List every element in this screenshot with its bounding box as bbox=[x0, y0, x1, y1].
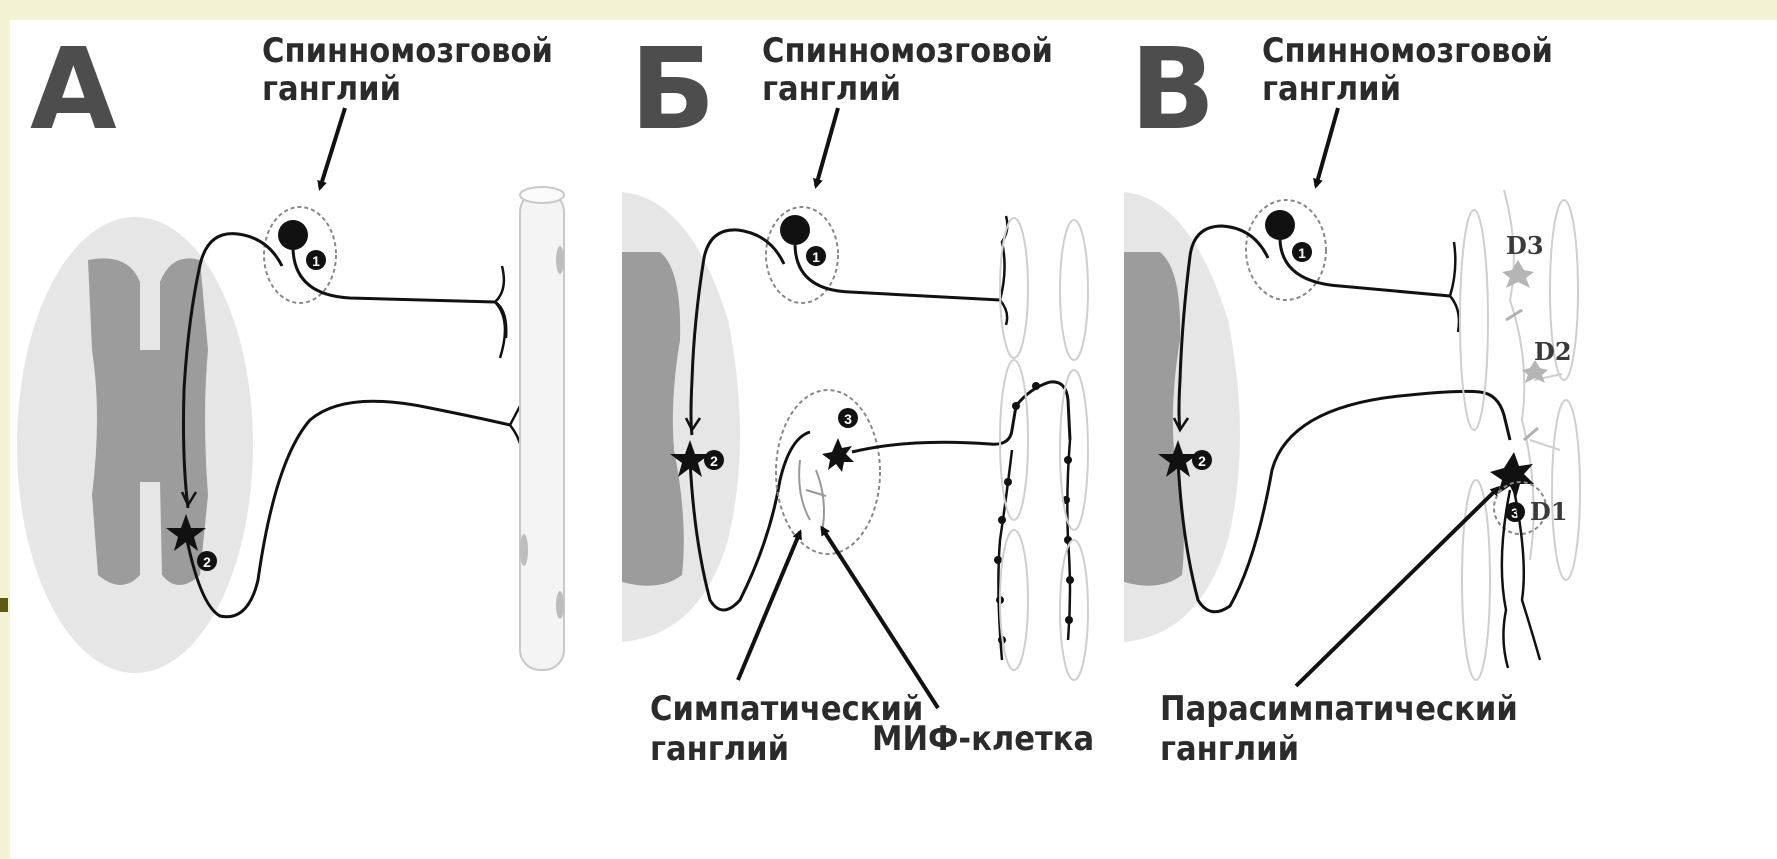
panel-a-marker-2-label: 2 bbox=[203, 554, 211, 570]
slide-top-bar bbox=[0, 0, 1777, 20]
panel-a-ganglion-arrow bbox=[320, 108, 345, 188]
panel-v-d1-label: D1 bbox=[1530, 497, 1568, 526]
panel-v: В Спинномозговой ганглий 1 2 bbox=[1124, 25, 1580, 769]
panel-b: Б Спинномозговой ганглий 1 2 3 bbox=[622, 25, 1094, 769]
panel-v-ganglion-arrow bbox=[1316, 108, 1338, 186]
panel-b-sympathetic-ganglion bbox=[776, 390, 880, 554]
panel-a-ganglion-neuron bbox=[278, 220, 308, 250]
panel-a-ganglion-label-line2: ганглий bbox=[262, 69, 401, 109]
panel-b-sif-arrow bbox=[822, 528, 938, 708]
panel-a-ganglion-label-line1: Спинномозговой bbox=[262, 31, 553, 71]
slide-left-bar bbox=[0, 20, 10, 859]
panel-a-muscle-fiber-top bbox=[520, 187, 564, 203]
panel-a-muscle-nucleus bbox=[520, 534, 528, 566]
slide-bullet bbox=[0, 598, 8, 612]
panel-b-sympathetic-arrow bbox=[738, 532, 800, 680]
reflex-arc-diagram: А Спинномозговой ганглий 1 2 Б Спинномоз… bbox=[10, 20, 1777, 859]
panel-b-sif-cell bbox=[799, 460, 826, 532]
panel-v-ganglion-label-line2: ганглий bbox=[1262, 69, 1401, 109]
panel-v-ganglion-neuron bbox=[1265, 210, 1295, 240]
panel-a-letter: А bbox=[30, 25, 117, 155]
panel-b-marker-1-label: 1 bbox=[812, 249, 820, 265]
panel-b-postganglionic-fiber bbox=[852, 382, 1070, 452]
panel-a-muscle-nucleus bbox=[556, 246, 564, 274]
panel-a-muscle-nucleus bbox=[556, 591, 564, 619]
panel-v-marker-2-label: 2 bbox=[1198, 453, 1206, 469]
panel-b-marker-3-label: 3 bbox=[844, 411, 852, 427]
panel-b-marker-2-label: 2 bbox=[710, 453, 718, 469]
panel-b-sympathetic-label-line2: ганглий bbox=[650, 729, 789, 769]
panel-v-d3-cell bbox=[1502, 260, 1534, 288]
panel-b-ganglion-arrow bbox=[816, 108, 838, 186]
panel-v-marker-1-label: 1 bbox=[1298, 245, 1306, 261]
panel-v-parasympathetic-label-line2: ганглий bbox=[1160, 729, 1299, 769]
panel-v-letter: В bbox=[1130, 25, 1215, 155]
panel-b-smooth-muscle bbox=[1000, 218, 1088, 680]
panel-b-sensory-fiber-out bbox=[795, 245, 1000, 300]
panel-b-ganglion-label-line1: Спинномозговой bbox=[762, 31, 1053, 71]
panel-b-sif-label: МИФ-клетка bbox=[872, 719, 1094, 759]
panel-a-receptor-endings bbox=[495, 266, 506, 358]
panel-b-ganglion-neuron bbox=[822, 438, 854, 472]
panel-v-receptor-endings bbox=[1450, 242, 1459, 332]
panel-b-letter: Б bbox=[630, 25, 715, 155]
panel-b-ganglion-label-line2: ганглий bbox=[762, 69, 901, 109]
panel-a: А Спинномозговой ганглий 1 2 bbox=[17, 25, 564, 673]
panel-v-parasympathetic-label-line1: Парасимпатический bbox=[1160, 689, 1518, 729]
panel-a-marker-1-label: 1 bbox=[312, 253, 320, 269]
panel-v-d2-label: D2 bbox=[1534, 337, 1572, 366]
panel-b-ganglion-neuron bbox=[780, 215, 810, 245]
panel-v-d3-label: D3 bbox=[1506, 231, 1544, 260]
panel-b-varicosities bbox=[994, 382, 1074, 644]
panel-v-ganglion-label-line1: Спинномозговой bbox=[1262, 31, 1553, 71]
